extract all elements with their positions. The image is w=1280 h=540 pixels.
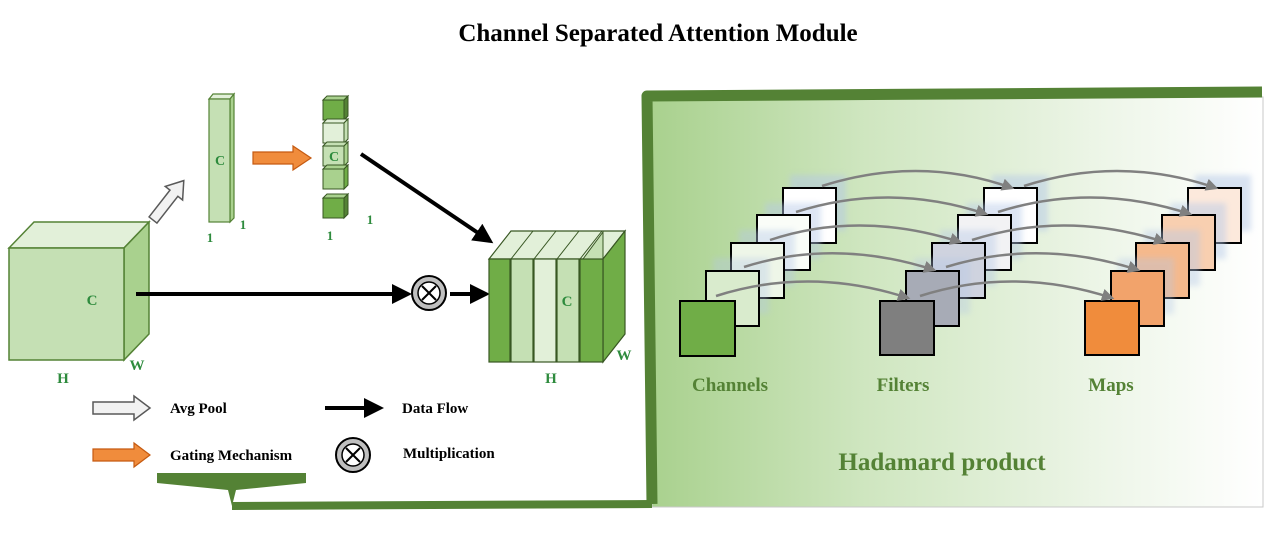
diagram-title: Channel Separated Attention Module bbox=[458, 20, 857, 47]
output-tensor bbox=[487, 229, 627, 364]
panel-frame-bottom bbox=[231, 500, 653, 510]
gated-dim2-label: 1 bbox=[367, 212, 374, 227]
pooled-vector bbox=[207, 92, 236, 224]
data-flow-arrow-diagonal bbox=[359, 152, 494, 244]
legend-data-flow-label: Data Flow bbox=[402, 401, 468, 417]
legend: Avg Pool Data Flow Gating Mechanism Mult… bbox=[92, 394, 495, 473]
hadamard-caption: Hadamard product bbox=[838, 449, 1046, 476]
gated-dim1-label: 1 bbox=[327, 228, 334, 243]
pooled-dim2-label: 1 bbox=[240, 217, 247, 232]
input-tensor bbox=[7, 220, 151, 362]
avg-pool-arrow-icon bbox=[148, 179, 185, 225]
panel-pointer bbox=[157, 473, 306, 506]
channels-label: Channels bbox=[692, 375, 768, 396]
legend-avg-pool-label: Avg Pool bbox=[170, 401, 227, 417]
pooled-c-label: C bbox=[215, 154, 225, 169]
hadamard-arrows bbox=[715, 169, 1219, 301]
output-c-label: C bbox=[562, 294, 573, 310]
input-w-label: W bbox=[130, 358, 145, 374]
output-h-label: H bbox=[545, 371, 557, 387]
legend-avg-pool-icon bbox=[92, 394, 152, 422]
maps-stack bbox=[1084, 175, 1251, 356]
gating-arrow-icon bbox=[252, 144, 313, 172]
pooled-dim1-label: 1 bbox=[207, 230, 214, 245]
gated-c-label: C bbox=[329, 150, 339, 165]
filters-label: Filters bbox=[877, 375, 930, 396]
legend-gating-label: Gating Mechanism bbox=[170, 448, 293, 464]
multiply-icon bbox=[411, 275, 447, 311]
gated-vector bbox=[321, 94, 350, 220]
maps-label: Maps bbox=[1088, 375, 1133, 396]
legend-multiplication-label: Multiplication bbox=[403, 446, 495, 462]
output-w-label: W bbox=[617, 348, 632, 364]
input-c-label: C bbox=[87, 293, 98, 309]
legend-gating-icon bbox=[92, 441, 151, 469]
input-h-label: H bbox=[57, 371, 69, 387]
legend-multiply-icon bbox=[335, 437, 371, 473]
panel-frame-top-left bbox=[641, 86, 1263, 505]
